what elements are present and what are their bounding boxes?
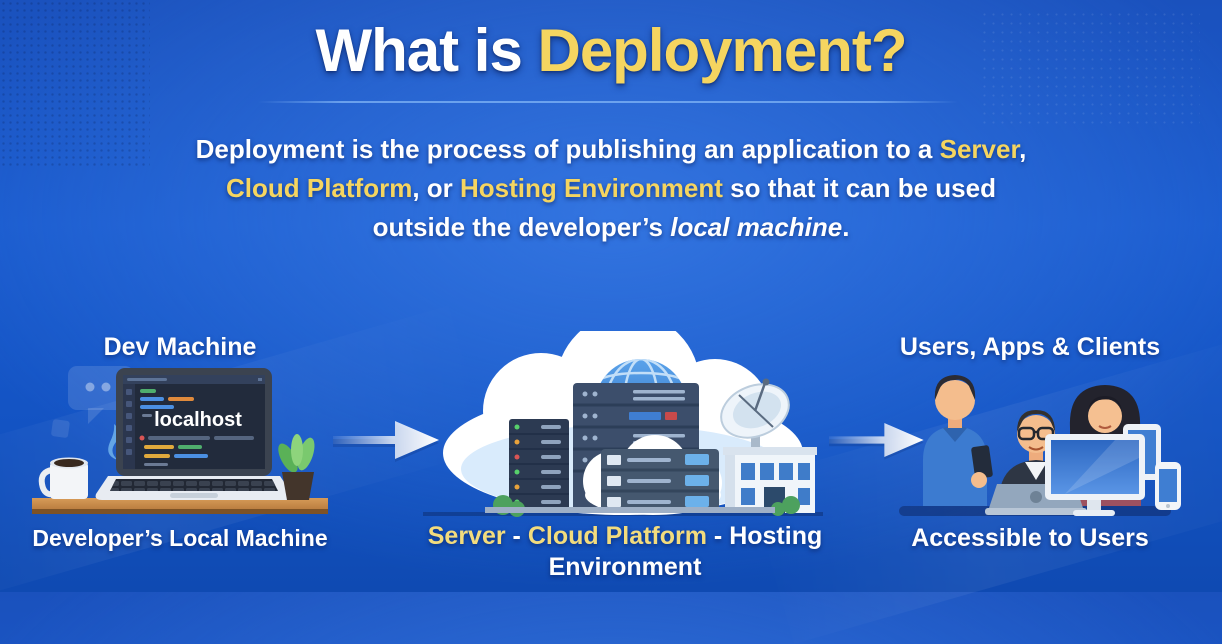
cloud-platform-illustration (423, 331, 823, 517)
caption-dash: - (505, 522, 528, 550)
title-part-yellow: Deployment? (537, 17, 907, 84)
subtitle-text: , (1019, 134, 1027, 164)
platform (485, 507, 775, 513)
caption-word-environment: Environment (548, 553, 702, 581)
caption-keyword-cloud-platform: Cloud Platform (527, 522, 707, 550)
user-man-phone (923, 375, 993, 506)
desk (32, 498, 328, 514)
satellite-dish-icon (720, 378, 790, 455)
laptop-front-icon (985, 484, 1087, 515)
users-caption: Accessible to Users (911, 524, 1149, 552)
subtitle-text: outside the developer’s (372, 212, 671, 242)
title-part-white: What is (315, 17, 538, 84)
code-lines (139, 389, 254, 466)
caption-dash: - (706, 522, 730, 550)
building-windows (741, 463, 810, 505)
subtitle: Deployment is the process of publishing … (0, 130, 1222, 247)
server-rack-front-icon (601, 449, 719, 513)
title-divider-line (258, 101, 958, 103)
trackpad (170, 493, 218, 498)
smartphone-in-hand-icon (971, 445, 993, 488)
dev-machine-heading: Dev Machine (103, 333, 257, 361)
subtitle-text: , or (412, 173, 461, 203)
subtitle-keyword-hosting-environment: Hosting Environment (460, 173, 723, 203)
editor-sidebar-icons (126, 389, 132, 455)
laptop-dev-icon: localhost (95, 368, 293, 500)
dev-machine-illustration: localhost (32, 366, 328, 514)
monitor-icon (1045, 434, 1145, 516)
subtitle-keyword-server: Server (939, 134, 1020, 164)
subtitle-text: so that it can be used (722, 173, 996, 203)
smartphone-icon (1155, 462, 1181, 510)
coffee-mug-icon (38, 457, 88, 499)
dev-machine-caption: Developer’s Local Machine (32, 525, 328, 551)
subtitle-text: . (842, 212, 850, 242)
subtitle-line-1: Deployment is the process of publishing … (0, 130, 1222, 169)
decor-square (51, 419, 70, 438)
arrow-right-icon (333, 421, 439, 462)
users-illustration (899, 375, 1181, 516)
plant-icon (278, 434, 315, 500)
caption-keyword-server: Server (427, 522, 506, 550)
building-icon (723, 447, 817, 513)
users-heading: Users, Apps & Clients (899, 333, 1161, 361)
server-rack-small-icon (509, 419, 569, 513)
caption-word-hosting: Hosting (729, 522, 823, 550)
laptop-screen-text: localhost (154, 409, 242, 431)
subtitle-line-3: outside the developer’s local machine. (0, 208, 1222, 247)
page-title: What is Deployment? (0, 16, 1222, 85)
subtitle-line-2: Cloud Platform, or Hosting Environment s… (0, 169, 1222, 208)
subtitle-italic-local-machine: local machine (670, 212, 843, 242)
subtitle-keyword-cloud-platform: Cloud Platform (226, 173, 413, 203)
arrow-right-icon (829, 423, 924, 460)
subtitle-word: Deployment (195, 134, 345, 164)
subtitle-text: is the process of publishing an applicat… (344, 134, 940, 164)
